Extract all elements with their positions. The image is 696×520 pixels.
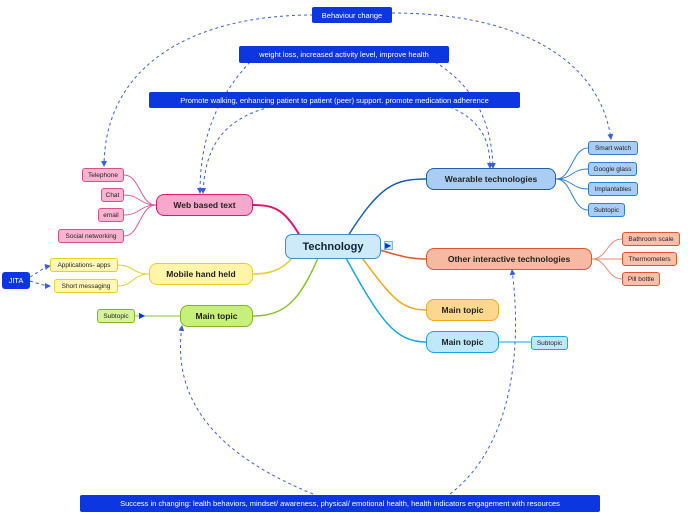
main-topic-web-based-text[interactable]: Web based text xyxy=(156,194,253,216)
expand-arrow-icon[interactable]: ▶ xyxy=(139,311,146,320)
other-subtopic-lines xyxy=(591,238,623,280)
main-topic-green[interactable]: Main topic xyxy=(180,305,253,327)
subtopic-label: Thermometers xyxy=(628,255,671,263)
main-topic-orange[interactable]: Main topic xyxy=(426,299,499,321)
main-topic-other-interactive[interactable]: Other interactive technologies xyxy=(426,248,592,270)
subtopic-wearable-subtopic[interactable]: Subtopic xyxy=(588,203,625,217)
main-topic-mobile-label: Mobile hand held xyxy=(166,269,236,279)
mobile-subtopic-lines xyxy=(117,264,150,287)
floating-topic-jita[interactable]: JITA xyxy=(2,272,30,289)
subtopic-implantables[interactable]: Implantables xyxy=(588,182,638,196)
central-topic-label: Technology xyxy=(302,240,364,253)
subtopic-thermometers[interactable]: Thermometers xyxy=(622,252,677,266)
main-topic-web-label: Web based text xyxy=(173,200,236,210)
main-topic-wearable-technologies[interactable]: Wearable technologies xyxy=(426,168,556,190)
main-topic-orange-label: Main topic xyxy=(441,305,484,315)
subtopic-label: email xyxy=(103,211,119,219)
subtopic-bathroom-scale[interactable]: Bathroom scale xyxy=(622,232,680,246)
subtopic-label: Implantables xyxy=(594,185,632,193)
relationship-label-promote[interactable]: Promote walking, enhancing patient to pa… xyxy=(149,92,520,108)
branch-line-web xyxy=(252,204,301,237)
subtopic-green[interactable]: Subtopic xyxy=(97,309,135,323)
branch-line-mobile xyxy=(252,257,293,275)
subtopic-label: Applications- apps xyxy=(57,261,111,269)
relationship-text: Success in changing: lealth behaviors, m… xyxy=(120,499,560,508)
subtopic-label: Telephone xyxy=(88,171,118,179)
relationship-text: Promote walking, enhancing patient to pa… xyxy=(180,95,489,105)
subtopic-label: Chat xyxy=(105,191,120,199)
collapse-toggle-icon[interactable] xyxy=(384,241,393,250)
central-topic[interactable]: Technology xyxy=(285,234,381,259)
main-topic-wearable-label: Wearable technologies xyxy=(444,174,538,184)
subtopic-cyan[interactable]: Subtopic xyxy=(531,336,568,350)
relationship-label-success[interactable]: Success in changing: lealth behaviors, m… xyxy=(80,495,600,512)
wearable-subtopic-lines xyxy=(555,147,589,211)
floating-topic-label: JITA xyxy=(8,276,24,285)
subtopic-label: Smart watch xyxy=(594,144,632,152)
web-subtopic-lines xyxy=(123,174,157,237)
relationship-label-weight-loss[interactable]: weight loss, increased activity level, i… xyxy=(239,46,449,63)
subtopic-label: Google glass xyxy=(593,165,632,173)
subtopic-google-glass[interactable]: Google glass xyxy=(588,162,637,176)
subtopic-label: Bathroom scale xyxy=(628,235,674,243)
main-topic-mobile-hand-held[interactable]: Mobile hand held xyxy=(149,263,253,285)
subtopic-telephone[interactable]: Telephone xyxy=(82,168,124,182)
subtopic-label: Short messaging xyxy=(61,282,111,290)
branch-line-other xyxy=(379,249,427,260)
subtopic-label: Subtopic xyxy=(536,339,563,347)
subtopic-label: Social networking xyxy=(65,232,117,240)
subtopic-social-networking[interactable]: Social networking xyxy=(58,229,124,243)
main-topic-cyan-label: Main topic xyxy=(441,337,484,347)
relationship-label-behaviour-change[interactable]: Behaviour change xyxy=(312,7,392,23)
subtopic-email[interactable]: email xyxy=(98,208,124,222)
expand-arrow-icon: ▶ xyxy=(385,241,392,250)
main-topic-other-label: Other interactive technologies xyxy=(447,254,571,264)
branch-line-wearable xyxy=(347,178,427,237)
subtopic-label: Subtopic xyxy=(103,312,129,320)
branch-line-main-orange xyxy=(361,257,427,311)
subtopic-label: Subtopic xyxy=(593,206,620,214)
subtopic-chat[interactable]: Chat xyxy=(101,188,124,202)
subtopic-label: Pill bottle xyxy=(627,275,655,283)
subtopic-short-messaging[interactable]: Short messaging xyxy=(54,279,118,293)
subtopic-applications-apps[interactable]: Applications- apps xyxy=(50,258,118,272)
branch-line-main-cyan xyxy=(345,257,427,343)
relationship-text: weight loss, increased activity level, i… xyxy=(259,50,429,59)
branch-line-main-green xyxy=(252,257,319,317)
relationship-text: Behaviour change xyxy=(321,10,383,20)
subtopic-smart-watch[interactable]: Smart watch xyxy=(588,141,638,155)
relationship-lines xyxy=(29,12,614,495)
main-topic-cyan[interactable]: Main topic xyxy=(426,331,499,353)
subtopic-pill-bottle[interactable]: Pill bottle xyxy=(622,272,660,286)
main-topic-green-label: Main topic xyxy=(195,311,238,321)
